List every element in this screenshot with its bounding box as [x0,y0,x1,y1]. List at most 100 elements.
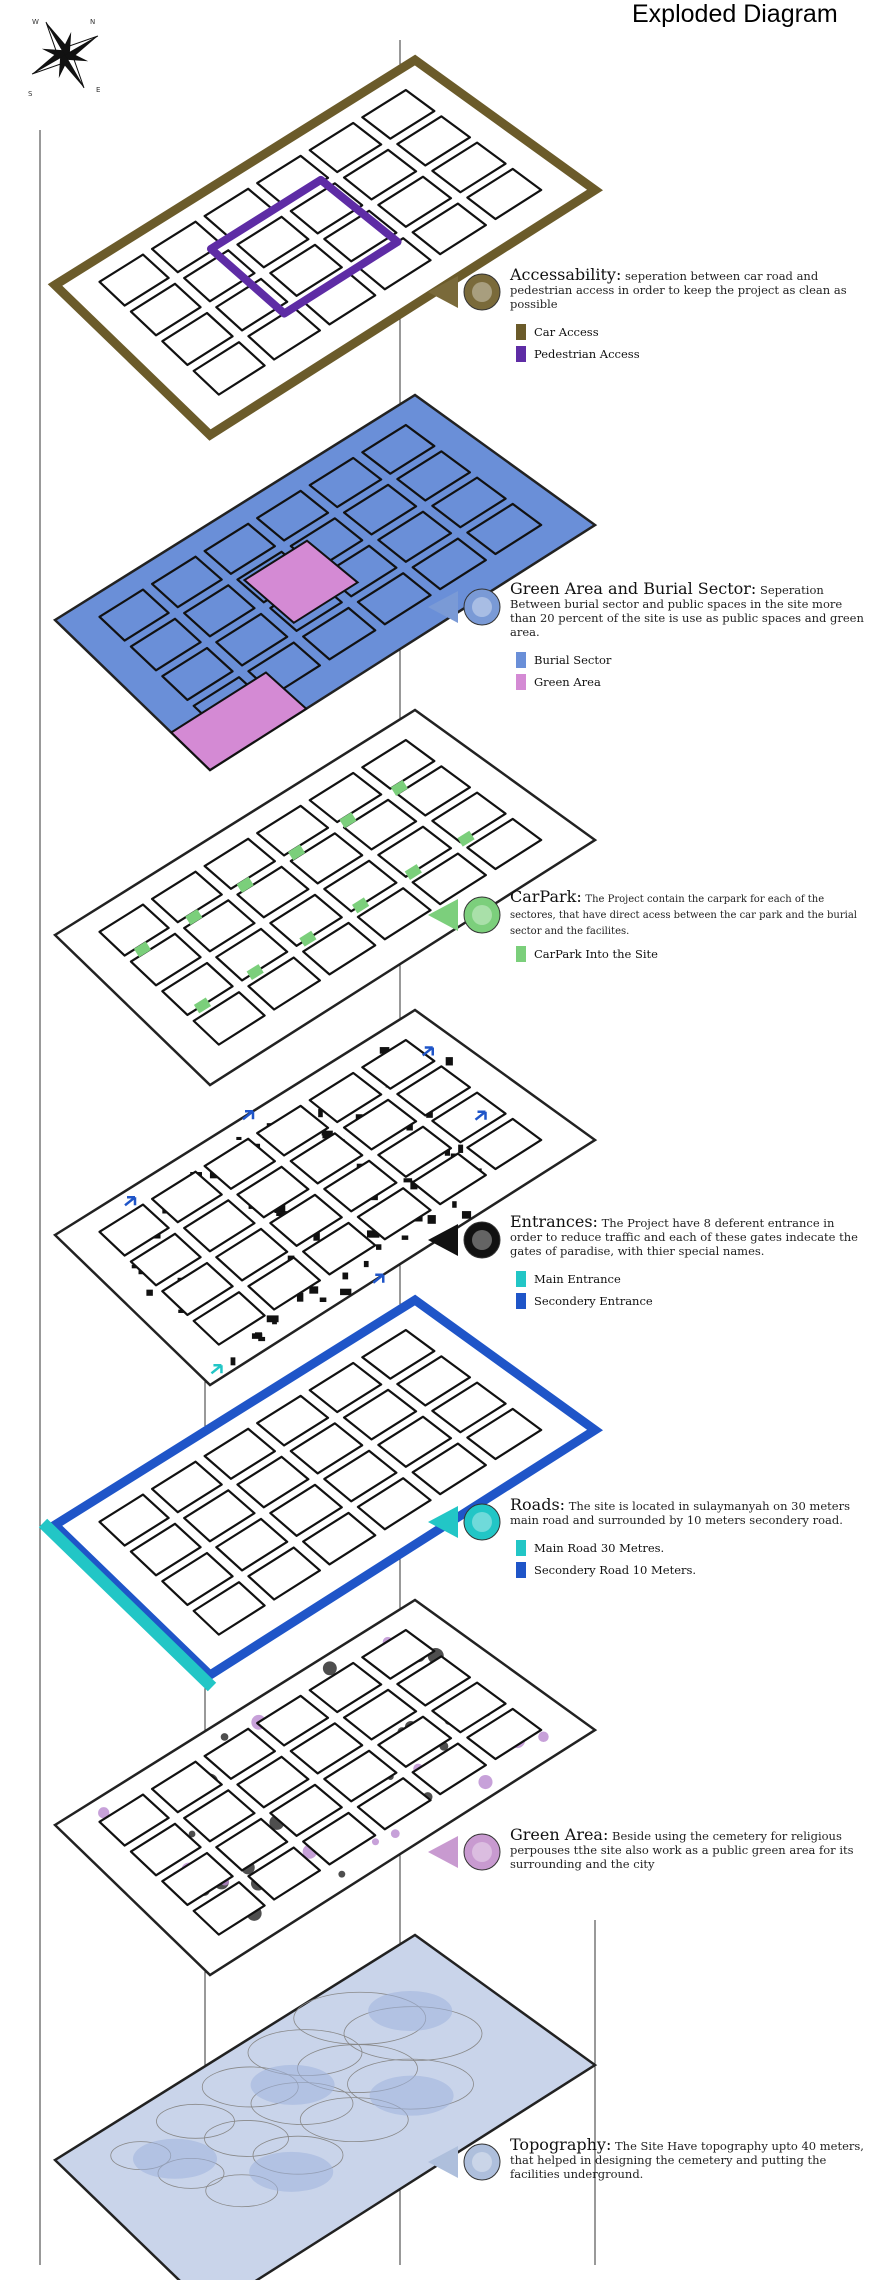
texture-dot [323,1661,337,1675]
legend-item: Pedestrian Access [516,343,870,365]
texture-dot [338,1871,345,1878]
layer-heading: Topography: [510,2135,611,2154]
legend-swatch [516,324,526,340]
legend-label: Secondery Entrance [534,1294,653,1308]
block-mark [340,1289,351,1295]
marker-thumbnail-highlight [472,1842,492,1862]
roads-description: Roads: The site is located in sulaymanya… [510,1498,870,1581]
legend-item: Burial Sector [516,649,870,671]
layer-heading: Roads: [510,1495,565,1514]
legend-item: Secondery Entrance [516,1290,870,1312]
plate-base [55,60,595,435]
marker-arrow-icon [428,276,458,308]
legend-item: Secondery Road 10 Meters. [516,1559,870,1581]
topography-marker-icon [420,2140,510,2184]
marker-arrow-icon [428,899,458,931]
compass-rose-icon: W N E S [22,12,108,98]
legend: Main Road 30 Metres. Secondery Road 10 M… [516,1537,870,1581]
marker-arrow-icon [428,1836,458,1868]
block-mark [146,1290,152,1296]
legend-swatch [516,1293,526,1309]
legend-label: Burial Sector [534,653,611,667]
hill-patch [249,2152,333,2192]
marker-arrow-icon [428,1506,458,1538]
marker-graphic [420,893,510,937]
marker-graphic [420,585,510,629]
legend-swatch [516,346,526,362]
legend-item: Main Road 30 Metres. [516,1537,870,1559]
topography-description: Topography: The Site Have topography upt… [510,2138,870,2181]
marker-graphic [420,1500,510,1544]
block-mark [364,1261,369,1267]
marker-graphic [420,2140,510,2184]
green-area-marker-icon [420,1830,510,1874]
diagram-title: Exploded Diagram [632,0,838,29]
texture-dot [391,1829,400,1838]
marker-arrow-icon [428,1224,458,1256]
plate-4 [55,1010,595,1385]
legend: CarPark Into the Site [516,943,870,965]
marker-arrow-icon [428,2146,458,2178]
legend-label: Main Entrance [534,1272,621,1286]
legend-swatch [516,1540,526,1556]
legend: Car Access Pedestrian Access [516,321,870,365]
block-mark [452,1201,456,1208]
legend-label: Main Road 30 Metres. [534,1541,664,1555]
legend-label: Car Access [534,325,599,339]
layer-heading: Entrances: [510,1212,598,1231]
legend-swatch [516,1271,526,1287]
plate-1 [55,60,595,435]
block-mark [402,1235,409,1239]
block-mark [255,1332,262,1336]
legend-label: Green Area [534,675,601,689]
carpark-marker-icon [420,893,510,937]
legend: Main Entrance Secondery Entrance [516,1268,870,1312]
texture-dot [372,1838,379,1845]
legend-item: Green Area [516,671,870,693]
legend-item: Main Entrance [516,1268,870,1290]
block-mark [376,1244,381,1250]
marker-thumbnail-highlight [472,597,492,617]
texture-dot [221,1733,229,1741]
legend-swatch [516,1562,526,1578]
legend-label: Pedestrian Access [534,347,640,361]
legend-swatch [516,946,526,962]
plate-6 [55,1600,595,1975]
layer-heading: CarPark: [510,887,582,906]
legend-item: Car Access [516,321,870,343]
carpark-description: CarPark: The Project contain the carpark… [510,890,870,965]
entrances-marker-icon [420,1218,510,1262]
marker-thumbnail-highlight [472,282,492,302]
green-burial-marker-icon [420,585,510,629]
hill-patch [368,1991,452,2031]
plate-base [55,1935,595,2280]
green-area-description: Green Area: Beside using the cemetery fo… [510,1828,870,1871]
block-mark [458,1145,463,1153]
block-mark [320,1297,327,1302]
block-mark [236,1137,241,1140]
plate-7 [55,1935,595,2280]
plate-base [55,1600,595,1975]
roads-marker-icon [420,1500,510,1544]
block-mark [231,1357,236,1365]
marker-thumbnail-highlight [472,1512,492,1532]
legend-swatch [516,652,526,668]
layer-heading: Accessability: [510,265,621,284]
hill-patch [370,2076,454,2116]
entrances-description: Entrances: The Project have 8 deferent e… [510,1215,870,1312]
layer-heading: Green Area and Burial Sector: [510,579,756,598]
block-mark [267,1315,279,1322]
compass-letter: W [32,18,39,26]
legend-label: CarPark Into the Site [534,947,658,961]
texture-dot [538,1732,548,1742]
compass-letter: N [90,18,95,26]
hill-patch [133,2139,217,2179]
marker-thumbnail-highlight [472,1230,492,1250]
legend: Burial Sector Green Area [516,649,870,693]
block-mark [446,1057,453,1065]
texture-dot [478,1775,492,1789]
block-mark [342,1273,348,1280]
legend-swatch [516,674,526,690]
compass-letter: E [96,86,100,94]
